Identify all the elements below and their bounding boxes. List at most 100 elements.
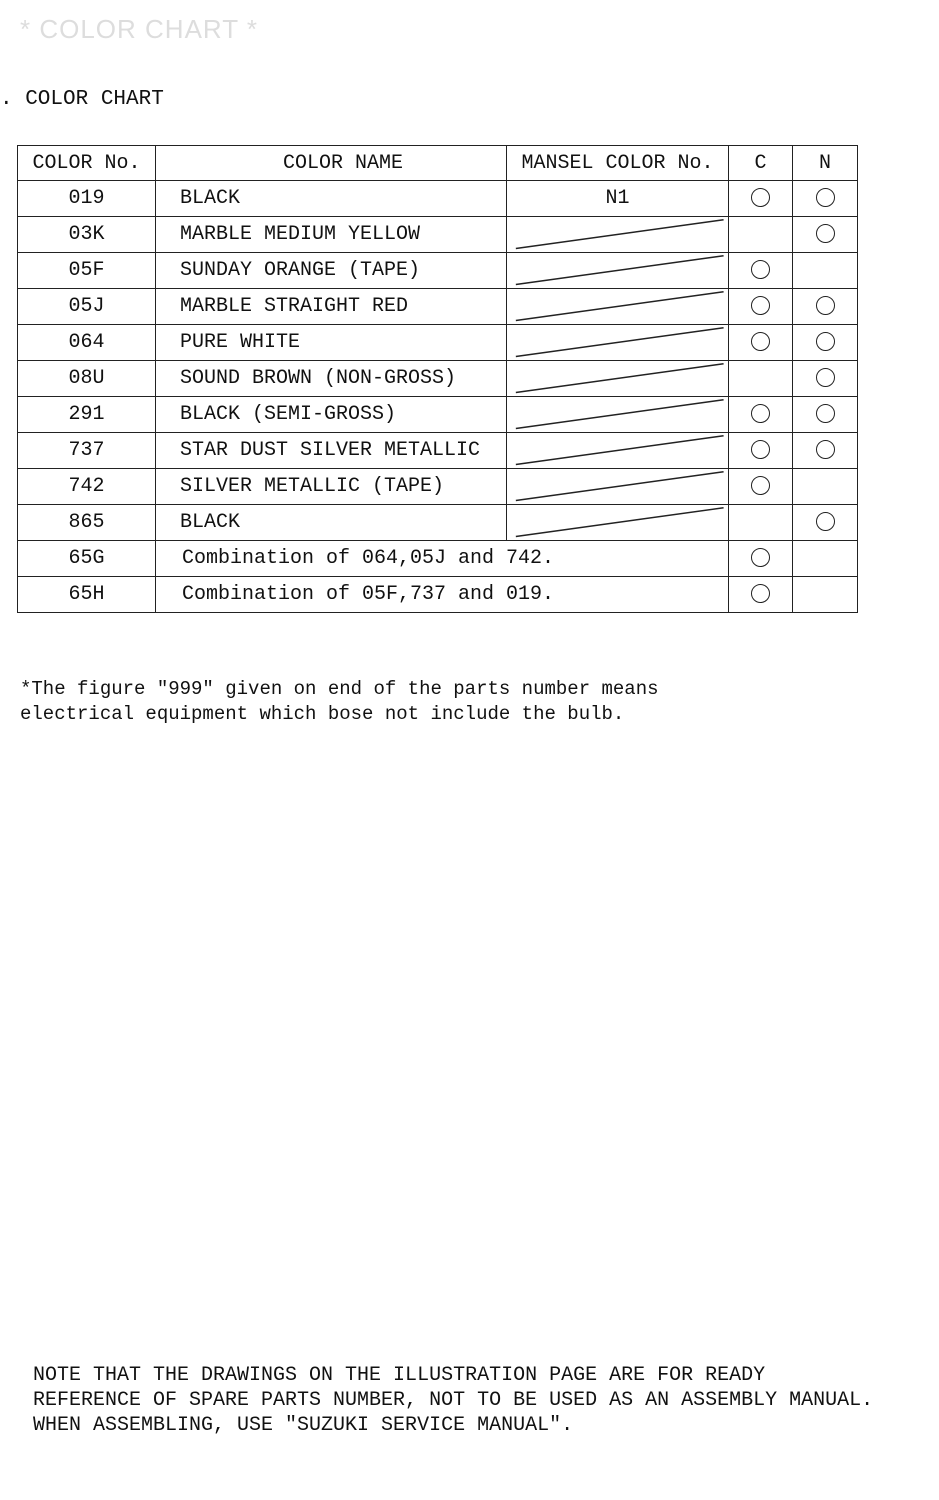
c-cell [728,396,793,433]
faint-header: * COLOR CHART * [20,14,258,44]
header-color-no: COLOR No. [17,145,156,181]
color-name: BLACK [155,180,507,217]
footnote: *The figure "999" given on end of the pa… [20,678,659,725]
n-cell [792,180,858,217]
assembly-note: NOTE THAT THE DRAWINGS ON THE ILLUSTRATI… [33,1364,874,1437]
mansel-cell [506,396,729,433]
table-header-row: COLOR No. COLOR NAME MANSEL COLOR No. C … [17,145,858,181]
header-c: C [728,145,793,181]
circle-mark-icon [751,476,770,496]
color-name: BLACK (SEMI-GROSS) [155,396,507,433]
circle-mark-icon [815,296,835,316]
circle-mark-icon [815,188,835,208]
circle-mark-icon [815,368,835,388]
color-name: STAR DUST SILVER METALLIC [155,432,507,469]
table-row: 291 BLACK (SEMI-GROSS) [17,396,858,433]
header-n: N [792,145,858,181]
circle-mark-icon [751,584,770,604]
mansel-cell [506,288,729,325]
diagonal-slash [507,397,728,432]
color-no: 05F [17,252,156,289]
diagonal-slash [507,361,728,396]
n-cell [792,540,858,577]
table-row: 03K MARBLE MEDIUM YELLOW [17,216,858,253]
color-name: BLACK [155,504,507,541]
diagonal-slash [507,325,728,360]
circle-mark-icon [751,548,770,568]
diagonal-slash [507,217,728,252]
diagonal-slash [507,505,728,540]
n-cell [792,576,858,613]
color-name: MARBLE STRAIGHT RED [155,288,507,325]
color-no: 08U [17,360,156,397]
table-row: 064 PURE WHITE [17,324,858,361]
color-no: 064 [17,324,156,361]
color-no: 03K [17,216,156,253]
c-cell [728,288,793,325]
color-chart-table: COLOR No. COLOR NAME MANSEL COLOR No. C … [17,145,858,613]
color-no: 65G [17,540,156,577]
circle-mark-icon [815,404,835,424]
mansel-cell [506,360,729,397]
combination-description: Combination of 064,05J and 742. [155,540,729,577]
color-no: 865 [17,504,156,541]
n-cell [792,216,858,253]
c-cell [728,216,793,253]
c-cell [728,576,793,613]
n-cell [792,324,858,361]
c-cell [728,252,793,289]
n-cell [792,288,858,325]
table-row: 865 BLACK [17,504,858,541]
circle-mark-icon [751,296,770,316]
circle-mark-icon [815,440,835,460]
mansel-cell [506,468,729,505]
header-mansel: MANSEL COLOR No. [506,145,729,181]
n-cell [792,432,858,469]
diagonal-slash [507,469,728,504]
color-name: SILVER METALLIC (TAPE) [155,468,507,505]
section-title: . COLOR CHART [0,88,164,111]
circle-mark-icon [751,404,770,424]
n-cell [792,504,858,541]
c-cell [728,504,793,541]
c-cell [728,360,793,397]
table-row: 019 BLACK N1 [17,180,858,217]
table-row: 05J MARBLE STRAIGHT RED [17,288,858,325]
diagonal-slash [507,253,728,288]
circle-mark-icon [815,224,835,244]
table-row: 65H Combination of 05F,737 and 019. [17,576,858,613]
color-name: SUNDAY ORANGE (TAPE) [155,252,507,289]
c-cell [728,468,793,505]
combination-description: Combination of 05F,737 and 019. [155,576,729,613]
diagonal-slash [507,433,728,468]
color-no: 291 [17,396,156,433]
table-row: 08U SOUND BROWN (NON-GROSS) [17,360,858,397]
mansel-cell [506,216,729,253]
diagonal-slash [507,289,728,324]
n-cell [792,252,858,289]
color-no: 742 [17,468,156,505]
header-color-name: COLOR NAME [155,145,507,181]
table-row: 05F SUNDAY ORANGE (TAPE) [17,252,858,289]
mansel-cell: N1 [506,180,729,217]
n-cell [792,468,858,505]
c-cell [728,324,793,361]
mansel-cell [506,324,729,361]
circle-mark-icon [751,260,770,280]
circle-mark-icon [751,332,770,352]
n-cell [792,396,858,433]
n-cell [792,360,858,397]
circle-mark-icon [751,440,770,460]
color-name: SOUND BROWN (NON-GROSS) [155,360,507,397]
color-name: PURE WHITE [155,324,507,361]
color-no: 737 [17,432,156,469]
circle-mark-icon [815,512,835,532]
mansel-cell [506,504,729,541]
mansel-cell [506,432,729,469]
color-no: 65H [17,576,156,613]
table-row: 65G Combination of 064,05J and 742. [17,540,858,577]
circle-mark-icon [751,188,770,208]
color-name: MARBLE MEDIUM YELLOW [155,216,507,253]
mansel-value: N1 [605,187,630,210]
